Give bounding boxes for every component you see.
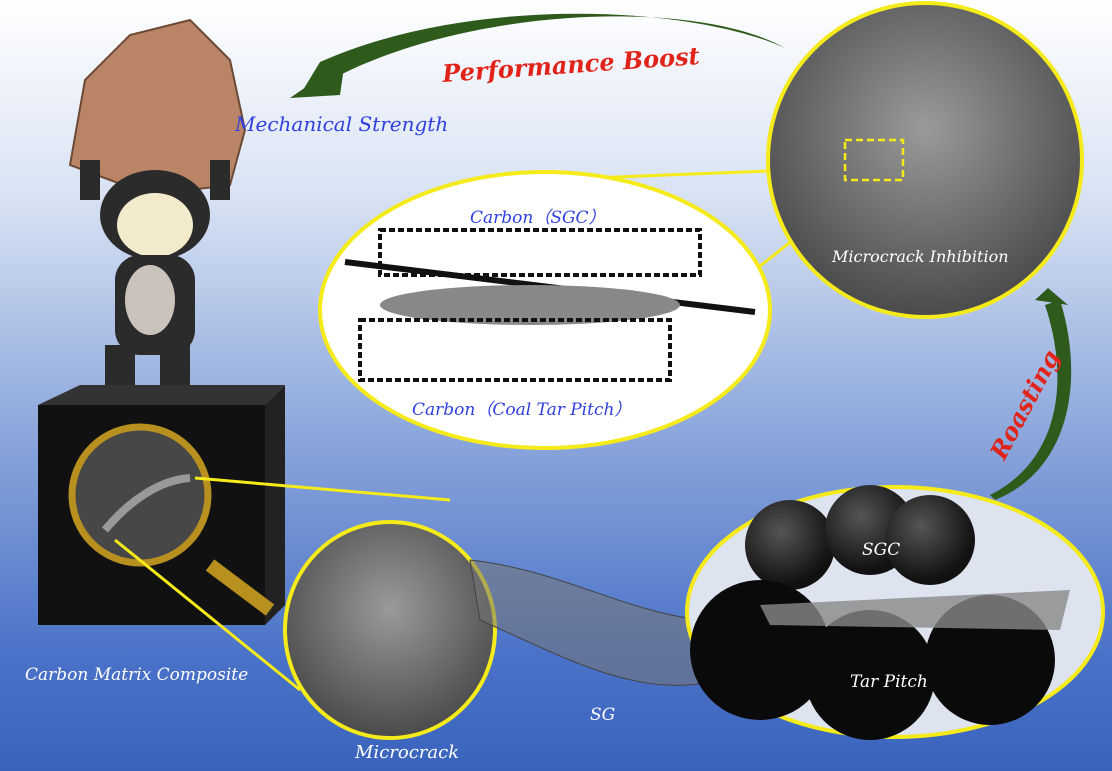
carbon-layer-model — [318, 170, 772, 450]
carbon-matrix-composite-label: Carbon Matrix Composite — [25, 665, 249, 685]
sgc-label: SGC — [862, 540, 901, 560]
sem-zoom-box — [843, 138, 905, 182]
cat-character-illustration — [68, 18, 247, 390]
sg-graphene-sheet — [469, 559, 721, 686]
microcrack-inhibition-sem-image — [766, 1, 1084, 319]
performance-boost-arrow — [300, 13, 785, 96]
roasting-arrow — [990, 300, 1072, 500]
tar-pitch-label: Tar Pitch — [850, 672, 928, 692]
magnifier-icon — [68, 423, 275, 616]
microcrack-sem-image — [283, 520, 497, 740]
sg-label: SG — [590, 705, 616, 725]
carbon-sgc-label: Carbon（SGC） — [470, 208, 606, 228]
roasting-arrowhead — [1035, 288, 1068, 305]
carbon-coal-tar-pitch-label: Carbon（Coal Tar Pitch） — [412, 400, 632, 420]
microcrack-inhibition-label: Microcrack Inhibition — [832, 247, 1009, 266]
microcrack-label: Microcrack — [355, 742, 460, 763]
performance-boost-arrowhead — [290, 60, 345, 98]
mechanical-strength-label: Mechanical Strength — [235, 112, 449, 136]
sgc-tar-pitch-model — [685, 485, 1105, 740]
